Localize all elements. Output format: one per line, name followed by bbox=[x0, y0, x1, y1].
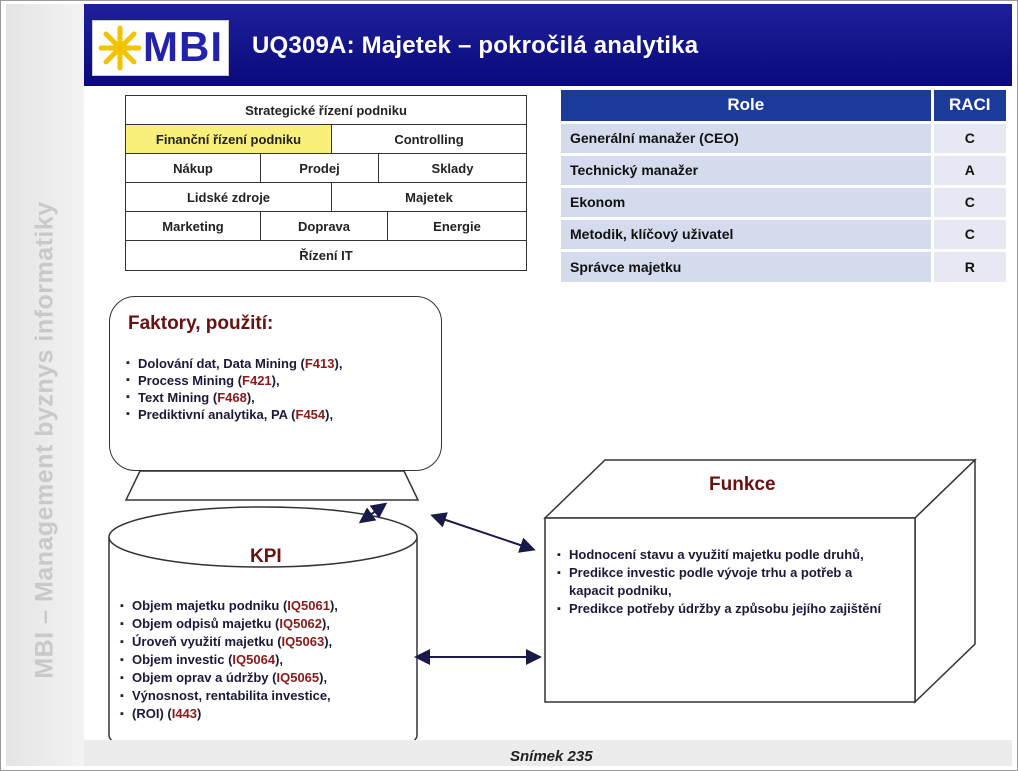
grid-row: Řízení IT bbox=[126, 241, 526, 270]
list-item: Prediktivní analytika, PA (F454), bbox=[126, 406, 342, 423]
raci-row: Generální manažer (CEO) C bbox=[561, 120, 1006, 154]
raci-row: Ekonom C bbox=[561, 184, 1006, 218]
slide-number: Snímek 235 bbox=[510, 748, 593, 765]
grid-cell-highlighted: Finanční řízení podniku bbox=[126, 125, 332, 153]
kpi-list: Objem majetku podniku (IQ5061), Objem od… bbox=[120, 597, 338, 723]
monitor-stand bbox=[124, 470, 420, 501]
raci-role: Ekonom bbox=[561, 184, 932, 218]
grid-cell: Energie bbox=[433, 218, 481, 234]
raci-value: C bbox=[930, 120, 1006, 154]
raci-role: Technický manažer bbox=[561, 152, 932, 186]
grid-row: Lidské zdroje Majetek bbox=[126, 183, 526, 212]
grid-row: Finanční řízení podniku Controlling bbox=[126, 125, 526, 154]
kpi-title: KPI bbox=[250, 546, 282, 567]
raci-header-role: Role bbox=[561, 90, 932, 122]
list-item: Dolování dat, Data Mining (F413), bbox=[126, 355, 342, 372]
raci-role: Správce majetku bbox=[561, 248, 932, 282]
raci-role: Generální manažer (CEO) bbox=[561, 120, 932, 154]
grid-cell: Marketing bbox=[126, 212, 261, 240]
raci-header-row: Role RACI bbox=[561, 90, 1006, 122]
grid-cell: Doprava bbox=[261, 212, 388, 240]
raci-role: Metodik, klíčový uživatel bbox=[561, 216, 932, 250]
factors-monitor: Faktory, použití: Dolování dat, Data Min… bbox=[109, 296, 442, 471]
list-item: Objem investic (IQ5064), bbox=[120, 651, 338, 669]
star-icon bbox=[98, 25, 142, 71]
logo-text: MBI bbox=[143, 23, 223, 70]
list-item: Predikce potřeby údržby a způsobu jejího… bbox=[557, 600, 897, 618]
side-text: MBI – Management byznys informatiky bbox=[30, 201, 59, 679]
grid-row: Strategické řízení podniku bbox=[126, 96, 526, 125]
raci-value: C bbox=[930, 184, 1006, 218]
grid-cell: Sklady bbox=[431, 160, 474, 176]
slide-title: UQ309A: Majetek – pokročilá analytika bbox=[252, 32, 699, 59]
footer-bar bbox=[84, 740, 1012, 766]
list-item: Objem oprav a údržby (IQ5065), bbox=[120, 669, 338, 687]
grid-cell: Prodej bbox=[261, 154, 379, 182]
list-item: Objem odpisů majetku (IQ5062), bbox=[120, 615, 338, 633]
raci-value: C bbox=[930, 216, 1006, 250]
grid-row: Nákup Prodej Sklady bbox=[126, 154, 526, 183]
raci-row: Metodik, klíčový uživatel C bbox=[561, 216, 1006, 250]
list-item-continuation: (ROI) (I443) bbox=[120, 705, 338, 723]
list-item: Úroveň využití majetku (IQ5063), bbox=[120, 633, 338, 651]
raci-row: Technický manažer A bbox=[561, 152, 1006, 186]
list-item: Hodnocení stavu a využití majetku podle … bbox=[557, 546, 897, 564]
factors-list: Dolování dat, Data Mining (F413), Proces… bbox=[126, 355, 342, 423]
functions-title: Funkce bbox=[709, 474, 776, 495]
grid-cell: Majetek bbox=[405, 189, 453, 205]
raci-value: A bbox=[930, 152, 1006, 186]
functions-list: Hodnocení stavu a využití majetku podle … bbox=[557, 546, 897, 618]
raci-value: R bbox=[930, 248, 1006, 282]
list-item: Process Mining (F421), bbox=[126, 372, 342, 389]
grid-cell: Nákup bbox=[126, 154, 261, 182]
factors-title: Faktory, použití: bbox=[128, 313, 274, 334]
grid-cell: Řízení IT bbox=[299, 248, 353, 263]
side-band bbox=[6, 4, 84, 766]
list-item: Predikce investic podle vývoje trhu a po… bbox=[557, 564, 897, 600]
mbi-logo: MBI bbox=[92, 20, 229, 76]
raci-header-raci: RACI bbox=[930, 90, 1006, 122]
list-item: Text Mining (F468), bbox=[126, 389, 342, 406]
header-bar bbox=[84, 4, 1012, 86]
grid-row: Marketing Doprava Energie bbox=[126, 212, 526, 241]
grid-cell: Strategické řízení podniku bbox=[245, 102, 407, 118]
grid-cell: Controlling bbox=[394, 131, 464, 147]
grid-cell: Lidské zdroje bbox=[126, 183, 332, 211]
raci-row: Správce majetku R bbox=[561, 248, 1006, 282]
process-grid: Strategické řízení podniku Finanční říze… bbox=[125, 95, 527, 271]
list-item: Objem majetku podniku (IQ5061), bbox=[120, 597, 338, 615]
list-item: Výnosnost, rentabilita investice, bbox=[120, 687, 338, 705]
raci-table: Role RACI Generální manažer (CEO) C Tech… bbox=[561, 90, 1006, 282]
